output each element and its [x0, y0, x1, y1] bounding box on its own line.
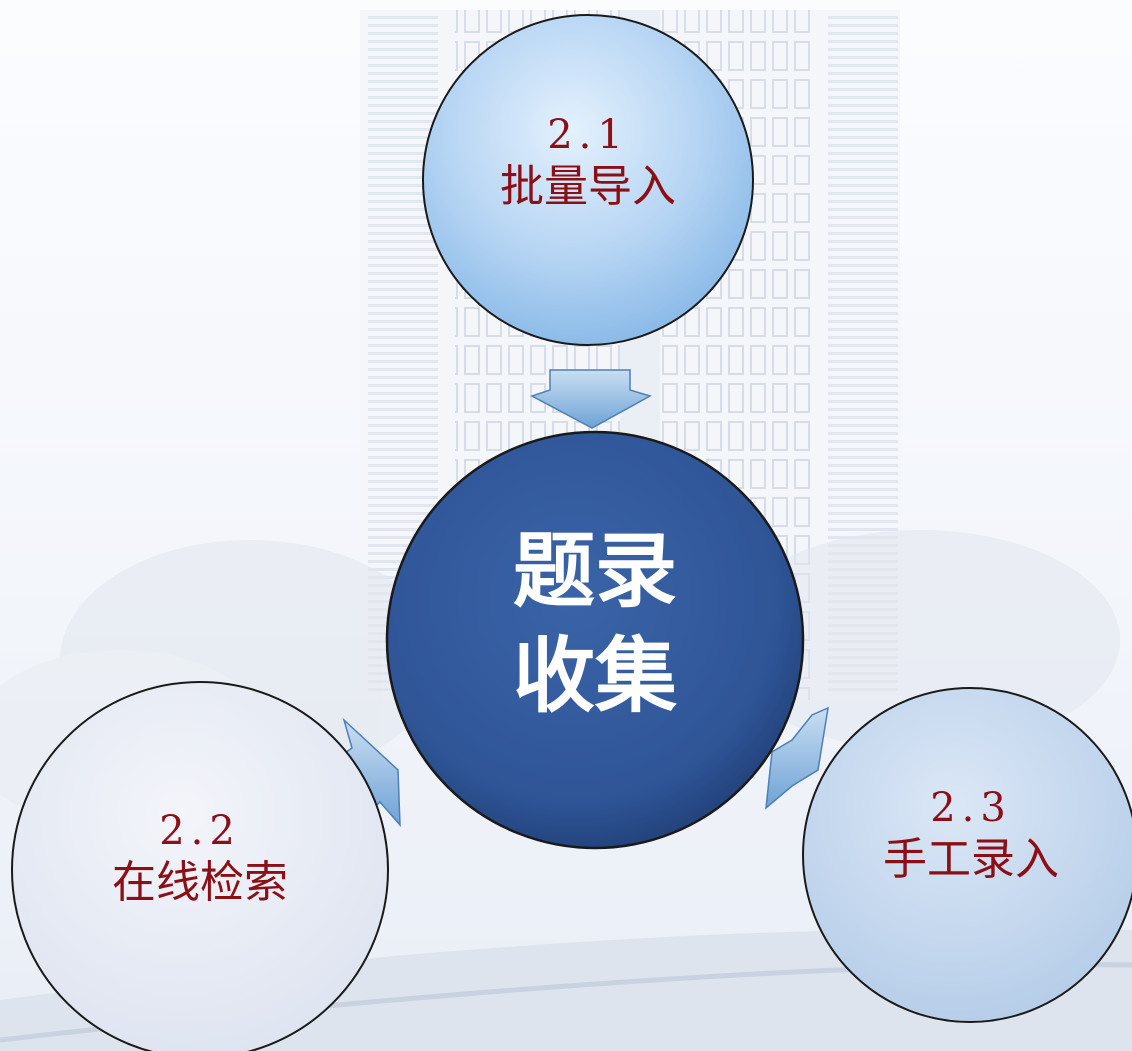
center-circle: [385, 430, 805, 850]
arrow-right: [765, 706, 829, 810]
center-label: 题录 收集: [400, 520, 790, 730]
node-2-3-text: 2.3 手工录入: [830, 785, 1112, 888]
node-2-1-circle: [422, 14, 754, 346]
node-2-1-number: 2.1: [547, 112, 629, 158]
node-2-2-text: 2.2 在线检索: [40, 808, 360, 911]
node-2-1-label: 批量导入: [500, 161, 676, 212]
node-2-3-circle: [802, 687, 1132, 1023]
node-2-2-circle: [11, 681, 389, 1051]
node-2-3-label: 手工录入: [883, 834, 1059, 885]
node-2-1-text: 2.1 批量导入: [440, 112, 736, 215]
arrow-top: [530, 369, 652, 429]
node-2-2-number: 2.2: [159, 808, 241, 854]
center-label-line2: 收集: [512, 628, 677, 724]
node-2-2-label: 在线检索: [112, 857, 288, 908]
node-2-3-number: 2.3: [930, 785, 1012, 831]
center-label-line1: 题录: [512, 524, 677, 619]
